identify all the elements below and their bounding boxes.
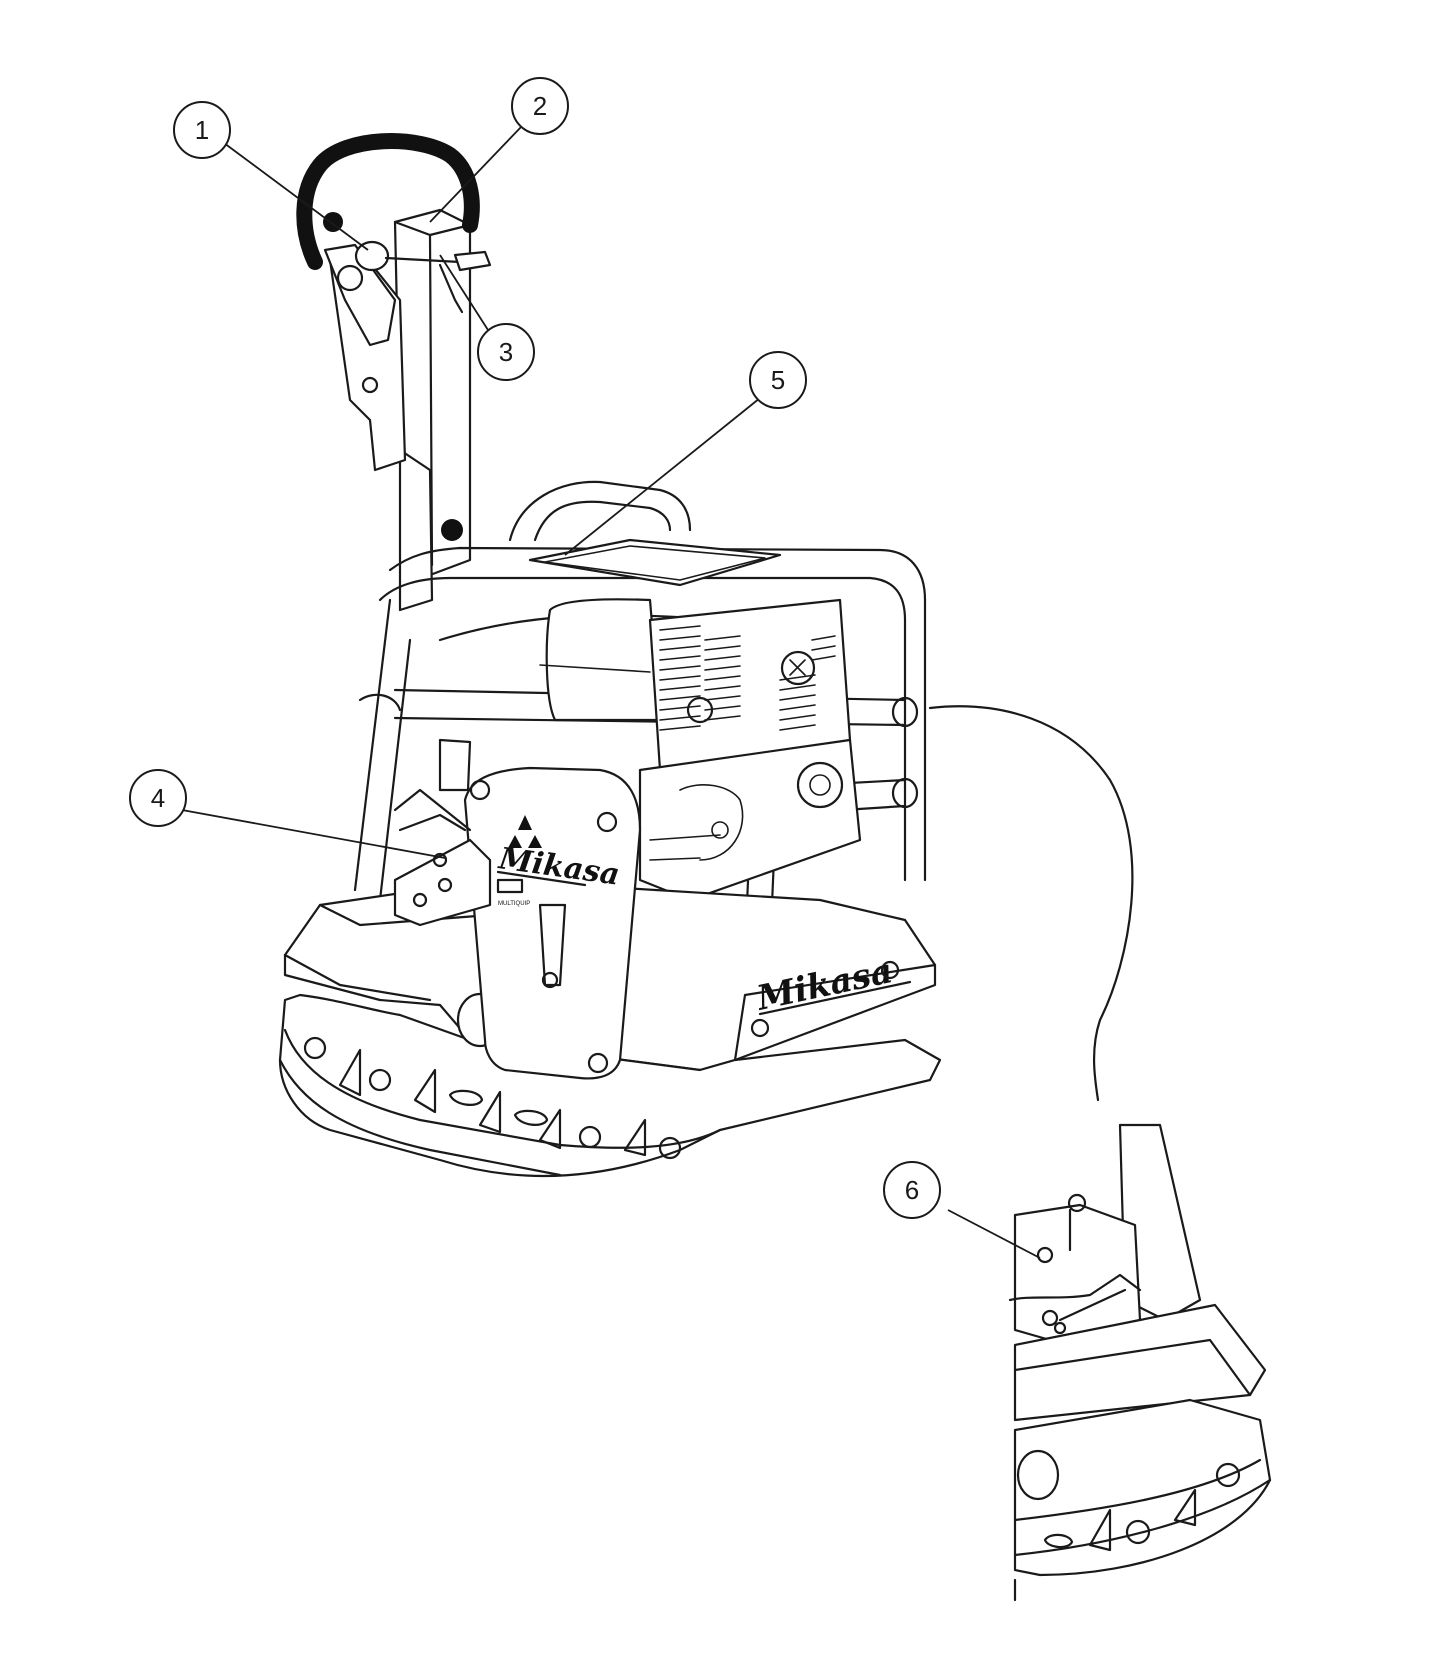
callout-3-label: 3 [499, 337, 513, 367]
shoe-bolts [303, 1036, 682, 1160]
multiquip-badge: MULTIQUIP [498, 901, 530, 907]
left-mechanism [358, 693, 492, 927]
callout-5-label: 5 [771, 365, 785, 395]
engine [528, 538, 862, 902]
leader-lines [181, 125, 1041, 1259]
exciter-cover: Mikasa MULTIQUIP [463, 766, 642, 1080]
callout-1: 1 [173, 101, 231, 159]
callout-5: 5 [749, 351, 807, 409]
callout-3: 3 [477, 323, 535, 381]
handle-grip-icon [296, 133, 480, 270]
callout-1-label: 1 [195, 115, 209, 145]
engine-louvers [659, 625, 836, 731]
callout-2-label: 2 [533, 91, 547, 121]
callout-6-label: 6 [905, 1175, 919, 1205]
callout-6: 6 [883, 1161, 941, 1219]
callout-4-label: 4 [151, 783, 165, 813]
inset-detail [928, 705, 1272, 1602]
handle-assembly [296, 133, 492, 612]
callout-4: 4 [129, 769, 187, 827]
callout-2: 2 [511, 77, 569, 135]
